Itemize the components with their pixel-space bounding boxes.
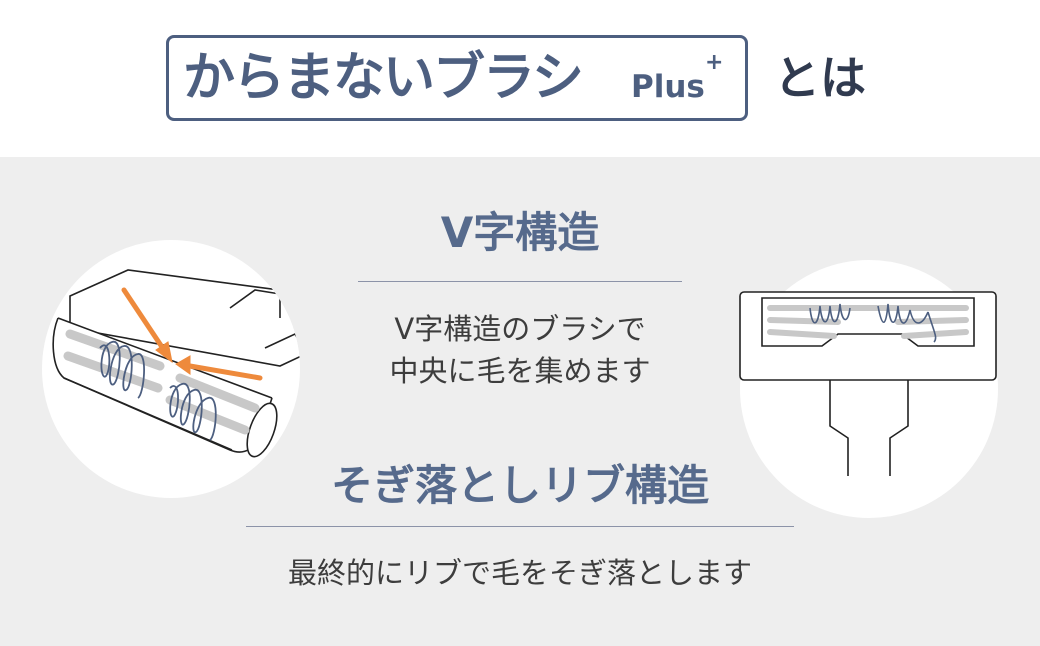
logo-plus-mark: + [705, 50, 724, 75]
brush-rib [175, 373, 260, 413]
v-brush-illustration [42, 240, 300, 498]
header-suffix: とは [774, 51, 866, 105]
brush-rib [65, 329, 165, 371]
section2-desc: 最終的にリブで毛をそぎ落とします [287, 556, 752, 590]
section2-title: そぎ落としリブ構造 [330, 461, 709, 510]
logo-plus-text: Plus [631, 69, 705, 105]
section1-desc-line2: 中央に毛を集めます [389, 354, 651, 388]
logo-main-text: からまないブラシ [183, 48, 584, 108]
head-rib [767, 329, 837, 339]
section1-desc: V字構造のブラシで 中央に毛を集めます [0, 308, 1040, 392]
section1-divider [358, 281, 682, 282]
section1-desc-line1: V字構造のブラシで [394, 312, 646, 346]
brand-logo: からまないブラシ Plus + [166, 35, 748, 121]
header: からまないブラシ Plus + とは [0, 0, 1040, 157]
section1-title: V字構造 [440, 208, 600, 257]
v-arrows-icon [121, 287, 263, 381]
head-rib [895, 317, 969, 325]
rib-head-illustration [739, 260, 998, 518]
section2-divider [246, 526, 794, 527]
